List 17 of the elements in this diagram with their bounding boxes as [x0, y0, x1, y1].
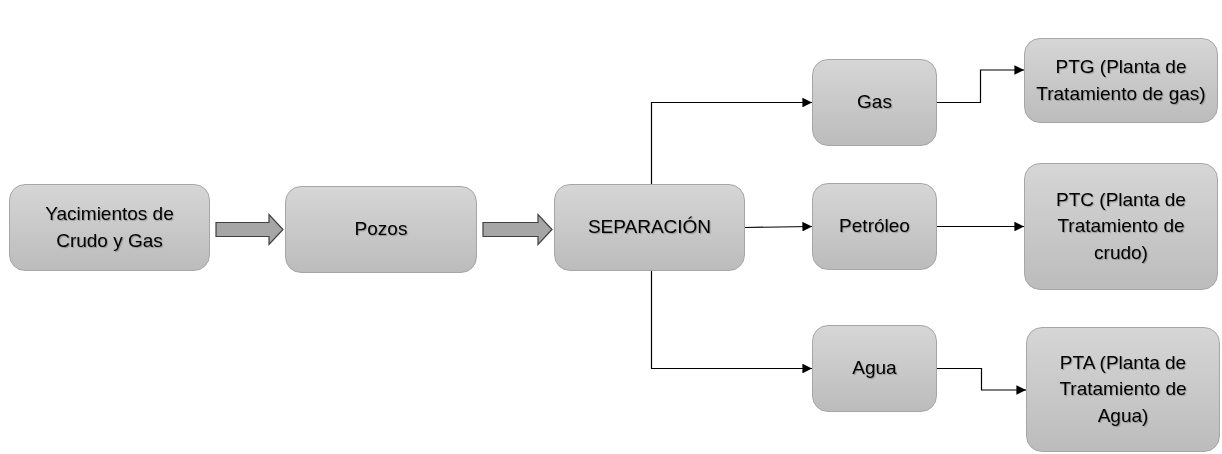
process-box: Pozos: [285, 186, 477, 273]
arrow: [936, 65, 1025, 104]
process-box: Yacimientos de Crudo y Gas: [9, 184, 210, 271]
process-box: PTC (Planta de Tratamiento de crudo): [1024, 163, 1218, 290]
arrow: [936, 221, 1025, 232]
process-box: Gas: [812, 59, 937, 146]
arrow: [936, 367, 1027, 395]
block-arrow: [215, 212, 284, 247]
arrow: [650, 270, 813, 374]
arrow: [650, 97, 813, 185]
process-box: PTG (Planta de Tratamiento de gas): [1024, 38, 1218, 123]
block-arrow: [482, 212, 553, 247]
process-box: PTA (Planta de Tratamiento de Agua): [1026, 327, 1220, 452]
arrow: [744, 221, 813, 232]
process-box: Petróleo: [812, 183, 937, 270]
process-box: SEPARACIÓN: [554, 184, 745, 271]
process-box: Agua: [812, 325, 937, 412]
